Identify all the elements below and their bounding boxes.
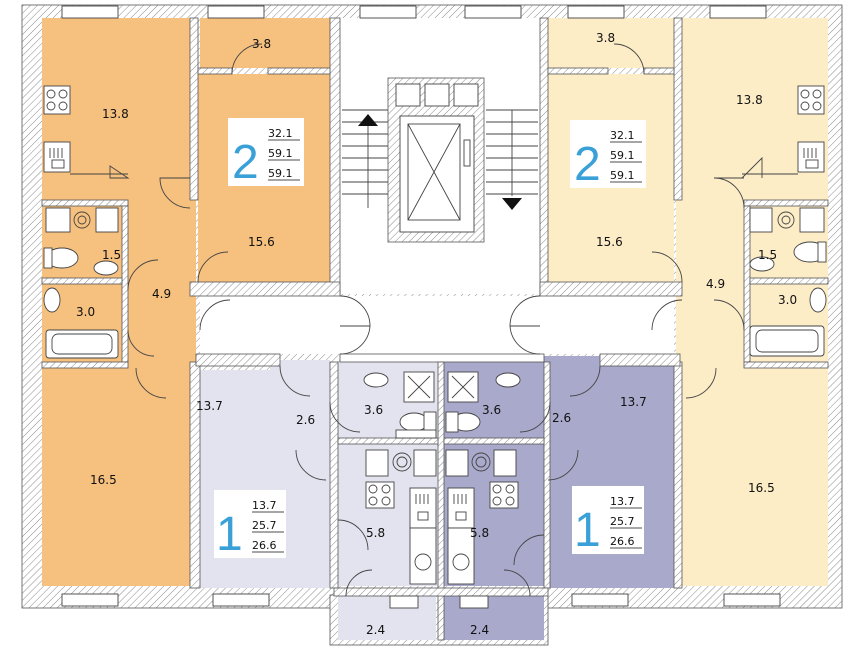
arrow-up-icon bbox=[358, 114, 378, 126]
label-r-room-a: 15.6 bbox=[596, 235, 623, 249]
label-l-wc: 1.5 bbox=[102, 248, 121, 262]
sink-icon bbox=[43, 141, 71, 173]
total-area: 59.1 bbox=[268, 147, 293, 160]
fixtures bbox=[43, 85, 827, 585]
room-hall-left bbox=[128, 200, 196, 390]
washbasin-icon bbox=[749, 256, 775, 272]
elevator-vent-2 bbox=[424, 83, 450, 107]
living-area: 32.1 bbox=[610, 129, 635, 142]
label-l-bath: 3.0 bbox=[76, 305, 95, 319]
bathtub-icon bbox=[45, 329, 119, 359]
interior-walls bbox=[41, 17, 829, 641]
label-c2-hall: 2.6 bbox=[552, 411, 571, 425]
washbasin-icon bbox=[363, 372, 389, 388]
room-labels: 13.8 3.8 15.6 1.5 4.9 3.0 16.5 3.8 13.8 … bbox=[76, 31, 797, 637]
total-area: 25.7 bbox=[610, 515, 635, 528]
living-area: 13.7 bbox=[610, 495, 635, 508]
elevator-icon bbox=[407, 123, 471, 221]
full-area: 59.1 bbox=[268, 167, 293, 180]
total-area: 59.1 bbox=[610, 149, 635, 162]
windows bbox=[61, 5, 781, 609]
room-balcony-left bbox=[200, 18, 330, 68]
room-main-c2 bbox=[546, 366, 674, 588]
label-c2-balcony: 2.4 bbox=[470, 623, 489, 637]
stairwell bbox=[200, 18, 674, 363]
full-area: 59.1 bbox=[610, 169, 635, 182]
label-r-bath: 3.0 bbox=[778, 293, 797, 307]
room-count: 2 bbox=[574, 138, 601, 191]
area-badge-1-right: 1 13.7 25.7 26.6 bbox=[572, 486, 644, 557]
room-count: 1 bbox=[574, 504, 601, 557]
label-l-room-a: 15.6 bbox=[248, 235, 275, 249]
label-c2-kitchen: 5.8 bbox=[470, 526, 489, 540]
room-count: 2 bbox=[232, 136, 259, 189]
label-r-kitchen: 13.8 bbox=[736, 93, 763, 107]
room-balcony-right bbox=[548, 18, 674, 68]
label-l-hall: 4.9 bbox=[152, 287, 171, 301]
area-badge-1-left: 1 13.7 25.7 26.6 bbox=[214, 490, 286, 561]
room-hall-right bbox=[676, 200, 744, 390]
label-r-room-b: 16.5 bbox=[748, 481, 775, 495]
label-c2-bath: 3.6 bbox=[482, 403, 501, 417]
arrow-down-icon bbox=[502, 198, 522, 210]
sink-icon bbox=[409, 487, 437, 529]
area-badge-2-left: 2 32.1 59.1 59.1 bbox=[228, 118, 304, 189]
doors bbox=[109, 43, 763, 597]
room-hall-c1 bbox=[270, 360, 330, 450]
sink-icon bbox=[447, 487, 475, 529]
total-area: 25.7 bbox=[252, 519, 277, 532]
bathtub-icon bbox=[749, 325, 825, 357]
label-c2-room: 13.7 bbox=[620, 395, 647, 409]
stair-flight-right bbox=[486, 109, 538, 196]
room-big-left bbox=[42, 368, 190, 586]
corridor bbox=[200, 296, 674, 354]
full-area: 26.6 bbox=[610, 535, 635, 548]
full-area: 26.6 bbox=[252, 539, 277, 552]
living-area: 13.7 bbox=[252, 499, 277, 512]
sink-icon bbox=[797, 141, 825, 173]
label-c1-balcony: 2.4 bbox=[366, 623, 385, 637]
label-c1-bath: 3.6 bbox=[364, 403, 383, 417]
stove-icon bbox=[43, 85, 71, 115]
label-c1-room: 13.7 bbox=[196, 399, 223, 413]
living-area: 32.1 bbox=[268, 127, 293, 140]
washbasin-icon bbox=[495, 372, 521, 388]
label-l-room-b: 16.5 bbox=[90, 473, 117, 487]
stove-icon bbox=[797, 85, 825, 115]
corridor-strip bbox=[339, 353, 545, 363]
room-balcony-c1 bbox=[338, 596, 436, 640]
label-c1-kitchen: 5.8 bbox=[366, 526, 385, 540]
area-badge-2-right: 2 32.1 59.1 59.1 bbox=[570, 120, 646, 191]
label-r-wc: 1.5 bbox=[758, 248, 777, 262]
elevator-vent-3 bbox=[453, 83, 479, 107]
room-balcony-c2 bbox=[444, 596, 544, 640]
room-big-right bbox=[682, 368, 828, 586]
label-l-balcony: 3.8 bbox=[252, 37, 271, 51]
label-l-kitchen: 13.8 bbox=[102, 107, 129, 121]
label-r-hall: 4.9 bbox=[706, 277, 725, 291]
apartment-2-left bbox=[42, 18, 330, 586]
room-count: 1 bbox=[216, 508, 243, 561]
label-c1-hall: 2.6 bbox=[296, 413, 315, 427]
elevator-vent-1 bbox=[395, 83, 421, 107]
label-r-balcony: 3.8 bbox=[596, 31, 615, 45]
washbasin-icon bbox=[93, 260, 119, 276]
